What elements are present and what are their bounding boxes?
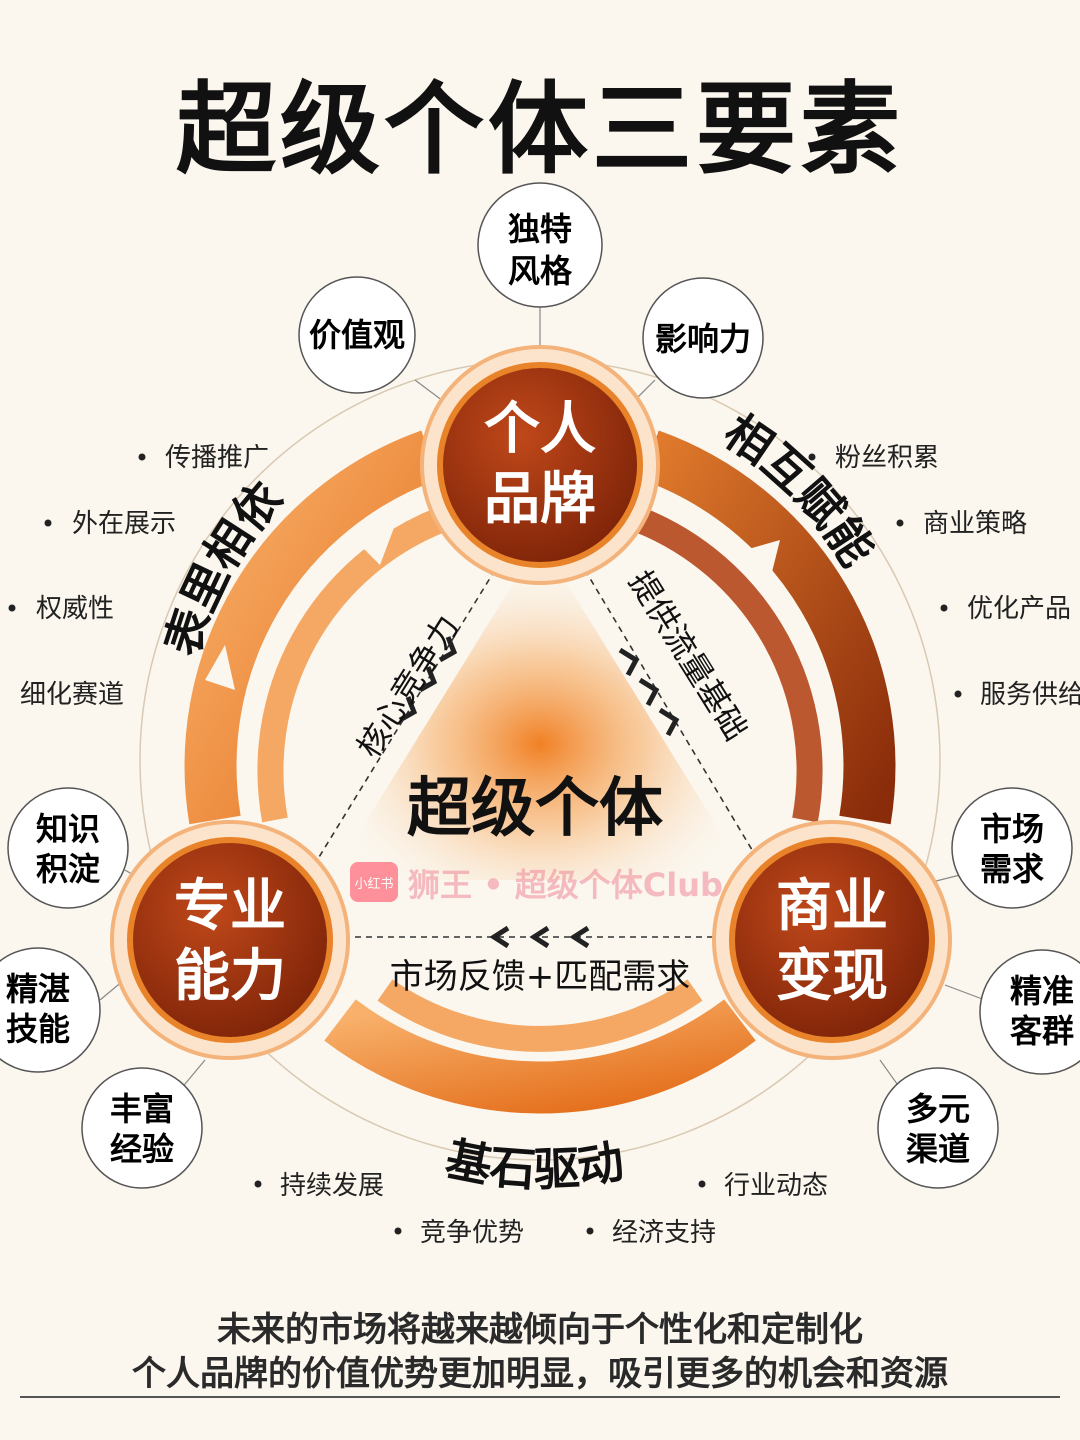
hub-skill-line1: 专业 (174, 874, 286, 939)
bullet-dot (138, 453, 146, 461)
bullet-dot (896, 519, 904, 527)
bullet-dot (586, 1227, 594, 1235)
bullets-bottom: 持续发展 行业动态 竞争优势 经济支持 (254, 1171, 828, 1248)
bubble-market-demand-line2: 需求 (980, 850, 1044, 888)
bubble-experience: 丰富 经验 (81, 1067, 203, 1189)
bubble-unique-style-line1: 独特 (508, 210, 572, 248)
bubble-precise-customers: 精准 客群 (979, 949, 1080, 1075)
bullet-right-1: 粉丝积累 (835, 443, 939, 473)
page-title-overlay: 超级个体三要素 (176, 71, 904, 188)
bullet-right-3: 优化产品 (967, 594, 1071, 624)
bullet-dot (808, 453, 816, 461)
main-ring (184, 430, 896, 1140)
bullet-dot (44, 519, 52, 527)
bullet-bottom-2: 行业动态 (724, 1171, 828, 1201)
hub-personal-brand: 个人 品牌 (420, 345, 660, 585)
bubble-skills-line2: 技能 (6, 1010, 70, 1048)
bullet-right-4: 服务供给 (980, 680, 1080, 710)
hub-brand-line2: 品牌 (484, 467, 596, 532)
bubble-influence: 影响力 (642, 277, 764, 399)
arc-label-bottom: 基石驱动 (441, 1131, 627, 1197)
bubble-unique-style-line2: 风格 (508, 252, 573, 290)
bubble-multi-channel-line2: 渠道 (906, 1130, 970, 1168)
bubble-precise-customers-line1: 精准 (1010, 972, 1074, 1010)
bubble-values: 价值观 (298, 276, 416, 394)
bullet-bottom-4: 经济支持 (612, 1218, 716, 1248)
bubble-experience-line1: 丰富 (110, 1090, 174, 1128)
bullet-dot (940, 604, 948, 612)
bullet-left-1: 传播推广 (165, 443, 269, 473)
bullet-dot (954, 690, 962, 698)
bullet-left-2: 外在展示 (72, 509, 176, 539)
bubble-knowledge-line2: 积淀 (36, 850, 100, 888)
hub-brand-line1: 个人 (484, 397, 596, 462)
bubble-experience-line2: 经验 (110, 1130, 174, 1168)
bubble-values-line1: 价值观 (309, 316, 405, 354)
hub-skill-line2: 能力 (174, 944, 286, 1009)
footer-line-1: 未来的市场将越来越倾向于个性化和定制化 (217, 1310, 863, 1350)
bubble-unique-style: 独特 风格 (477, 182, 603, 308)
footer-divider (20, 1396, 1060, 1398)
bubble-precise-customers-line2: 客群 (1010, 1012, 1074, 1050)
edge-chevrons (398, 636, 680, 949)
bubble-influence-line1: 影响力 (655, 320, 751, 358)
center-glow (330, 540, 750, 880)
bubble-knowledge-line1: 知识 (36, 810, 100, 848)
bubble-market-demand-line1: 市场 (980, 810, 1044, 848)
watermark-text: 狮王 • 超级个体Club (408, 866, 723, 904)
bubble-multi-channel: 多元 渠道 (877, 1067, 999, 1189)
bullet-dot (8, 604, 16, 612)
bullet-bottom-1: 持续发展 (280, 1171, 384, 1201)
bullet-dot (698, 1180, 706, 1188)
watermark-badge (350, 862, 398, 902)
bullet-bottom-3: 竞争优势 (420, 1218, 524, 1248)
bubble-multi-channel-line1: 多元 (906, 1090, 970, 1128)
bullet-right-2: 商业策略 (923, 509, 1027, 539)
center-label: 超级个体 (407, 772, 663, 846)
hub-professional-skill: 专业 能力 (110, 820, 350, 1060)
bullet-dot (394, 1227, 402, 1235)
hub-money-line2: 变现 (776, 944, 888, 1009)
edge-label-bottom: 市场反馈+匹配需求 (390, 957, 691, 997)
bullet-left-3: 权威性 (36, 594, 114, 624)
hub-money-line1: 商业 (776, 874, 888, 939)
bullets-left: 传播推广 外在展示 权威性 细化赛道 (8, 443, 269, 710)
bubble-knowledge: 知识 积淀 (7, 787, 129, 909)
bullet-dot (254, 1180, 262, 1188)
bubbles: 独特 风格 价值观 影响力 知识 积淀 精湛 技能 丰富 经验 市场 (0, 182, 1080, 1189)
bullet-left-4: 细化赛道 (20, 680, 124, 710)
bubble-market-demand: 市场 需求 (951, 787, 1073, 909)
watermark: 小红书 狮王 • 超级个体Club (350, 862, 723, 904)
watermark-badge-text: 小红书 (354, 876, 393, 892)
bubble-skills: 精湛 技能 (0, 947, 101, 1073)
bullets-right: 粉丝积累 商业策略 优化产品 服务供给 (808, 443, 1080, 710)
hub-monetization: 商业 变现 (712, 820, 952, 1060)
bubble-skills-line1: 精湛 (6, 970, 70, 1008)
footer-line-2: 个人品牌的价值优势更加明显，吸引更多的机会和资源 (132, 1354, 948, 1394)
